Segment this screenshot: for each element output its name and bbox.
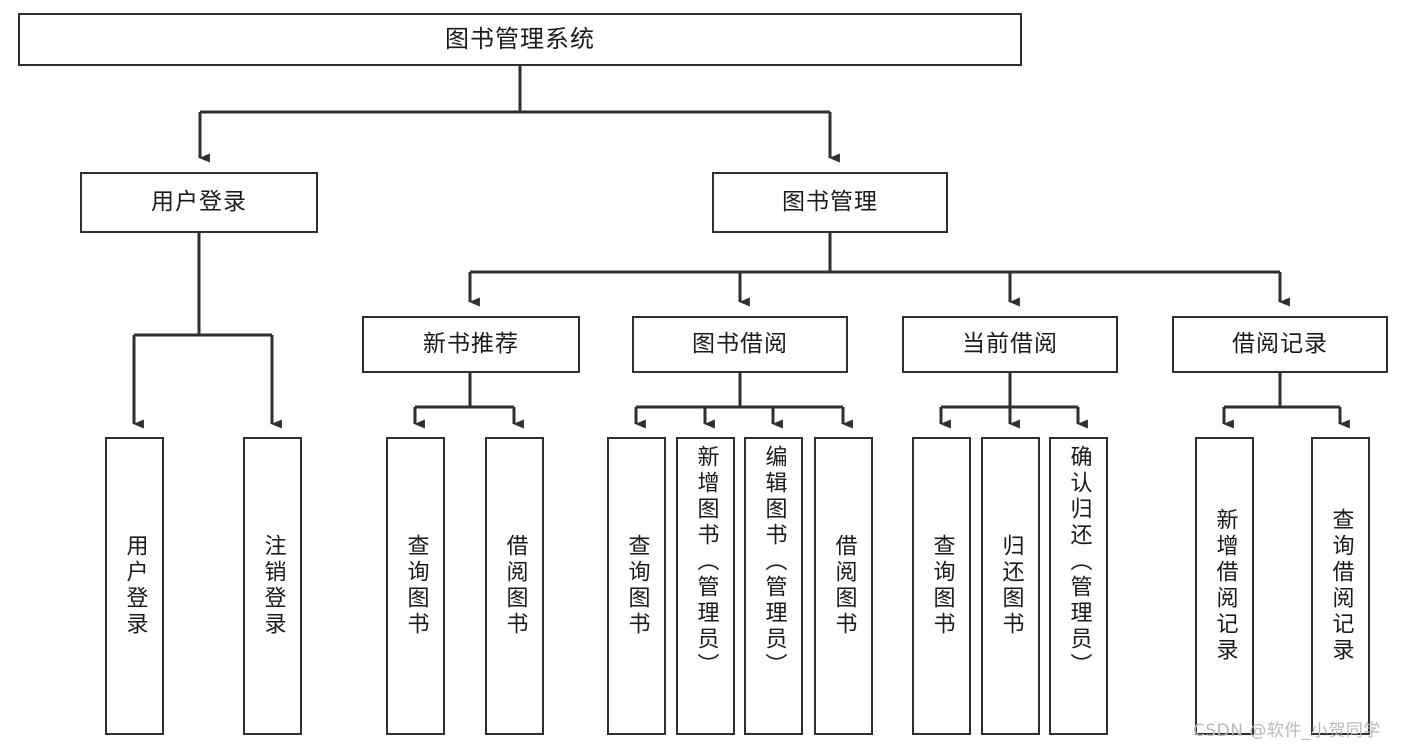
leaf-return-book[interactable]: 归还图书 — [981, 437, 1040, 735]
node-label: 查询图书 — [624, 534, 650, 638]
node-label: 图书管理系统 — [445, 25, 595, 54]
node-label: 归还图书 — [998, 534, 1024, 638]
leaf-add-book[interactable]: 新增图书（管理员） — [676, 437, 735, 735]
node-user-login[interactable]: 用户登录 — [80, 172, 318, 233]
node-label: 确认归还（管理员） — [1066, 445, 1092, 679]
node-new-book-recommend[interactable]: 新书推荐 — [362, 316, 580, 373]
leaf-query-book-3[interactable]: 查询图书 — [912, 437, 971, 735]
node-borrow-record[interactable]: 借阅记录 — [1172, 316, 1388, 373]
node-label: 查询图书 — [403, 534, 429, 638]
node-label: 用户登录 — [151, 188, 247, 215]
leaf-logout[interactable]: 注销登录 — [243, 437, 302, 735]
node-label: 借阅图书 — [831, 534, 857, 638]
node-current-borrow[interactable]: 当前借阅 — [902, 316, 1118, 373]
node-label: 借阅图书 — [502, 534, 528, 638]
node-book-manage[interactable]: 图书管理 — [712, 172, 948, 233]
node-label: 新增图书（管理员） — [693, 445, 719, 679]
csdn-watermark: CSDN @软件_小贺同学 — [1193, 721, 1381, 741]
leaf-query-borrow-record[interactable]: 查询借阅记录 — [1311, 437, 1370, 735]
leaf-query-book-1[interactable]: 查询图书 — [386, 437, 445, 735]
node-label: 图书管理 — [782, 188, 878, 215]
node-root-system[interactable]: 图书管理系统 — [18, 13, 1022, 66]
node-label: 用户登录 — [122, 534, 148, 638]
leaf-edit-book[interactable]: 编辑图书（管理员） — [744, 437, 803, 735]
leaf-borrow-book-2[interactable]: 借阅图书 — [814, 437, 873, 735]
leaf-confirm-return[interactable]: 确认归还（管理员） — [1049, 437, 1108, 735]
node-label: 图书借阅 — [692, 330, 788, 357]
node-label: 借阅记录 — [1232, 330, 1328, 357]
leaf-query-book-2[interactable]: 查询图书 — [607, 437, 666, 735]
node-label: 新书推荐 — [423, 330, 519, 357]
node-label: 新增借阅记录 — [1212, 508, 1238, 664]
node-label: 当前借阅 — [962, 330, 1058, 357]
leaf-borrow-book-1[interactable]: 借阅图书 — [485, 437, 544, 735]
leaf-user-login[interactable]: 用户登录 — [105, 437, 164, 735]
node-label: 编辑图书（管理员） — [761, 445, 787, 679]
node-label: 查询图书 — [929, 534, 955, 638]
node-label: 注销登录 — [260, 534, 286, 638]
node-label: 查询借阅记录 — [1328, 508, 1354, 664]
node-book-borrow[interactable]: 图书借阅 — [632, 316, 848, 373]
leaf-add-borrow-record[interactable]: 新增借阅记录 — [1195, 437, 1254, 735]
